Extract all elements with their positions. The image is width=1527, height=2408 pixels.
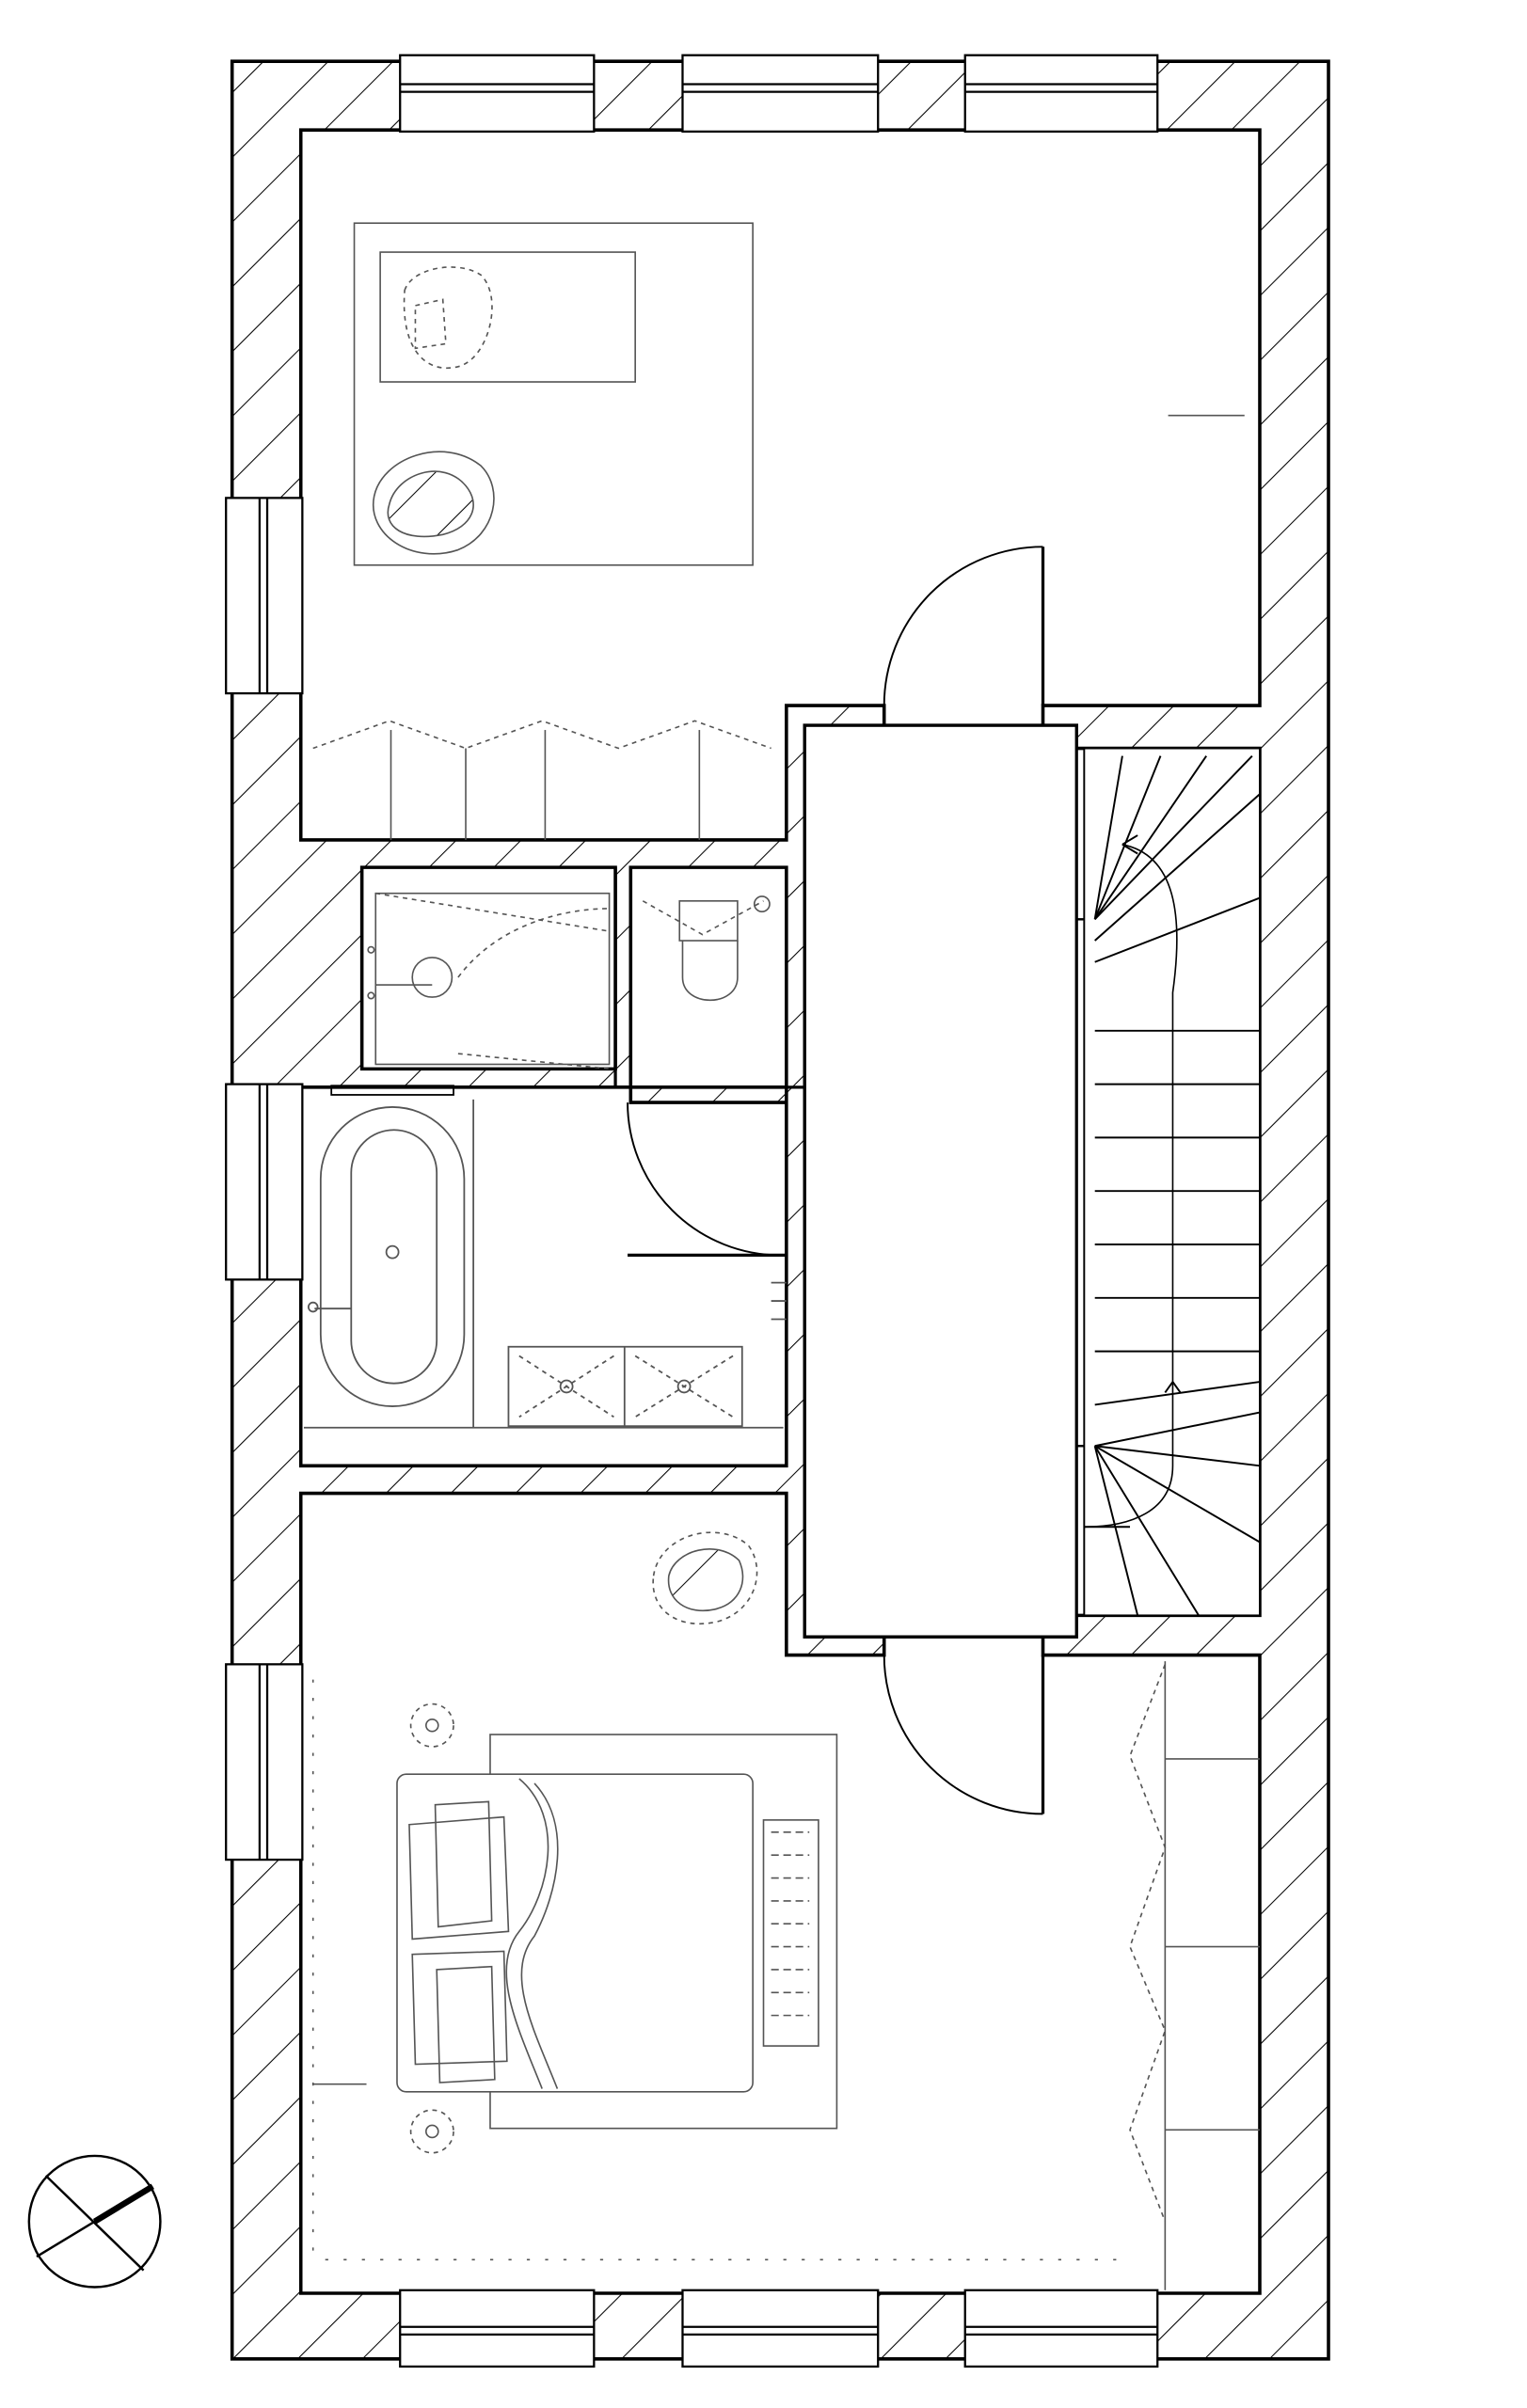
armchair-bottom-icon: [652, 1531, 758, 1625]
armchair-top-icon: [372, 451, 495, 555]
shower: [374, 892, 611, 1066]
hallway: [803, 723, 1096, 1639]
shower-room-fixtures: [367, 892, 612, 1070]
staircase: [1083, 747, 1261, 1617]
bedroom-top-furniture: [312, 222, 1245, 840]
pillow-2-icon: [411, 1950, 508, 2083]
window-left-2: [225, 1083, 304, 1281]
window-bottom-3: [963, 2289, 1159, 2368]
pillow-1-icon: [408, 1800, 510, 1941]
doors: [627, 546, 1045, 1815]
bench: [762, 1819, 819, 2047]
double-bed: [396, 1773, 754, 2093]
window-left-3: [225, 1663, 304, 1861]
window-left-1: [225, 497, 304, 695]
north-arrow-icon: [27, 2154, 162, 2289]
windows: [225, 54, 1159, 2368]
wardrobe-bottom: [1129, 1664, 1167, 2223]
wc-fixtures: [642, 895, 771, 1002]
bedroom-bottom-furniture: [311, 1531, 1260, 2290]
window-top-1: [399, 54, 596, 133]
bathroom-fixtures: [303, 1085, 787, 1429]
rug-top: [353, 222, 754, 566]
shower-drain-icon: [411, 957, 453, 998]
bedside-lamp-top-icon: [409, 1703, 454, 1748]
bathtub-drain-icon: [385, 1244, 400, 1259]
window-bottom-2: [681, 2289, 880, 2368]
window-bottom-1: [399, 2289, 596, 2368]
window-top-2: [681, 54, 880, 133]
wardrobe-top: [312, 720, 771, 750]
toilet-icon: [681, 941, 739, 1002]
bed-top: [379, 251, 636, 383]
bathtub: [319, 1106, 466, 1407]
bedside-lamp-bottom-icon: [409, 2109, 454, 2154]
pillow-top-icon: [403, 266, 493, 369]
window-top-3: [963, 54, 1159, 133]
